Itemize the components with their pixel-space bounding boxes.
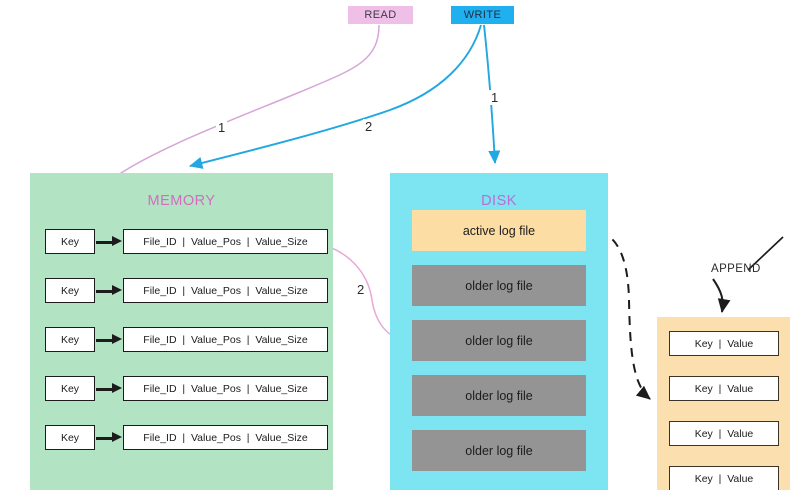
memory-title: MEMORY [147,193,216,209]
append-entry[interactable]: Key | Value [669,466,779,490]
append-label: APPEND [711,263,761,275]
edge-label-memory-step-2: 2 [355,282,367,297]
arrow-right-icon [96,432,122,442]
edge-label-read-step-1: 1 [216,120,228,135]
memory-value-box: File_ID | Value_Pos | Value_Size [123,327,328,352]
edge-write-step-2 [189,24,482,169]
write-operation-chip[interactable]: WRITE [451,6,514,24]
older-log-file[interactable]: older log file [412,430,586,471]
append-panel: Key | Value Key | Value Key | Value Key … [657,317,790,490]
memory-value-box: File_ID | Value_Pos | Value_Size [123,376,328,401]
edge-label-write-step-2: 2 [363,119,375,134]
active-log-file-label: active log file [462,223,536,238]
arrow-right-icon [96,236,122,246]
read-operation-label: READ [364,9,397,21]
memory-key-box: Key [45,327,95,352]
read-operation-chip[interactable]: READ [348,6,413,24]
append-entry[interactable]: Key | Value [669,421,779,446]
memory-value-box: File_ID | Value_Pos | Value_Size [123,278,328,303]
write-operation-label: WRITE [463,9,502,21]
older-log-file[interactable]: older log file [412,375,586,416]
memory-key-box: Key [45,278,95,303]
older-log-file-label: older log file [465,388,533,403]
edge-label-write-step-1: 1 [489,90,501,105]
memory-key-box: Key [45,376,95,401]
memory-region: MEMORY Key File_ID | Value_Pos | Value_S… [30,173,333,490]
active-log-file[interactable]: active log file [412,210,586,251]
older-log-file-label: older log file [465,443,533,458]
arrow-right-icon [96,285,122,295]
older-log-file[interactable]: older log file [412,265,586,306]
disk-region: DISK active log file older log file olde… [390,173,608,490]
arrow-right-icon [96,383,122,393]
append-entry[interactable]: Key | Value [669,376,779,401]
older-log-file-label: older log file [465,333,533,348]
append-entry[interactable]: Key | Value [669,331,779,356]
older-log-file-label: older log file [465,278,533,293]
memory-value-box: File_ID | Value_Pos | Value_Size [123,425,328,450]
arrow-right-icon [96,334,122,344]
memory-key-box: Key [45,425,95,450]
older-log-file[interactable]: older log file [412,320,586,361]
edge-append-arrow [712,278,731,313]
memory-key-box: Key [45,229,95,254]
disk-title: DISK [481,193,517,209]
memory-value-box: File_ID | Value_Pos | Value_Size [123,229,328,254]
